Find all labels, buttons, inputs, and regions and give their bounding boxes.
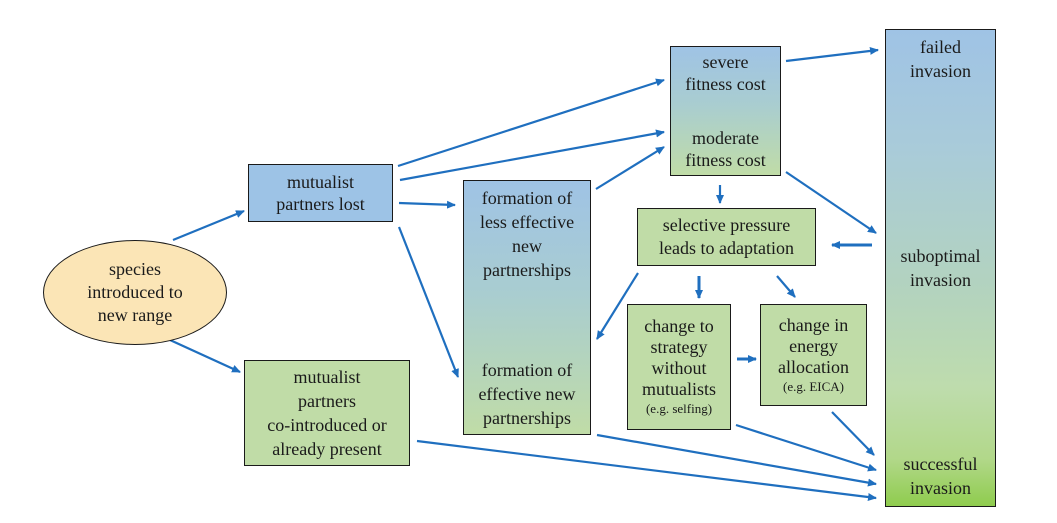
node-text-line: species [109,259,161,279]
node-text-line: allocation [778,356,849,377]
node-text-line: partners [298,391,356,411]
node-text-line: fitness cost [685,150,766,170]
node-text-line: new range [97,305,173,325]
node-co-introduced: mutualist partners co-introduced or alre… [244,360,410,466]
node-text-line: severe [702,52,749,72]
arrow-partners-lost-to-severe-cost [397,78,665,168]
arrow-partners-lost-to-effective [397,226,460,378]
arrow-selective-pressure-to-change-energy [776,275,796,298]
arrow-species-to-partners-lost [172,209,245,242]
node-text-line: energy [789,335,838,356]
node-text-line: new [512,236,542,256]
node-note: (e.g. selfing) [645,401,713,416]
node-text-line: already present [272,439,382,459]
arrow-co-introduced-to-successful [416,439,877,501]
node-partnerships-formation: formation of less effective new partners… [463,180,591,435]
node-invasion-outcomes: failed invasion suboptimal invasion succ… [885,29,996,507]
node-text-line: successful [903,454,978,474]
node-text-line: formation of [481,188,573,208]
node-severe-fitness-cost: severe fitness cost [685,51,766,95]
arrow-effective-to-successful [596,433,877,487]
node-text-line: failed [920,37,961,57]
arrow-change-energy-to-successful [831,411,875,456]
node-text-line: less effective [479,212,575,232]
node-text-line: leads to adaptation [659,238,794,258]
node-text-line: mutualist [293,367,361,387]
node-text-line: fitness cost [685,74,766,94]
node-text-line: formation of [481,360,573,380]
node-text-line: mutualists [641,379,716,399]
node-species-introduced: species introduced to new range [43,240,227,345]
node-suboptimal-invasion: suboptimal invasion [901,244,981,292]
node-text-line: partnerships [483,260,571,280]
node-note: (e.g. EICA) [782,378,844,394]
node-text-line: invasion [910,61,971,81]
node-text-line: change to [644,316,714,336]
node-less-effective-partnerships: formation of less effective new partners… [480,186,574,282]
node-successful-invasion: successful invasion [904,452,978,500]
arrow-less-effective-to-moderate-cost [595,146,665,190]
node-moderate-fitness-cost: moderate fitness cost [685,127,766,171]
arrow-severe-cost-to-failed [785,46,879,63]
node-partners-lost: mutualist partners lost [248,164,393,222]
node-selective-pressure: selective pressure leads to adaptation [637,208,816,266]
node-text-line: moderate [692,128,759,148]
node-text-line: introduced to [87,282,183,302]
node-change-strategy: change to strategy without mutualists (e… [627,304,731,430]
arrow-partners-lost-to-moderate-cost [399,129,665,182]
node-text-line: invasion [909,478,971,498]
node-failed-invasion: failed invasion [910,35,971,83]
node-text-line: mutualist [287,172,354,192]
node-text-line: suboptimal [900,245,981,266]
node-text-line: partners lost [276,194,365,214]
node-text-line: change in [778,314,849,335]
node-text-line: effective new [478,384,576,404]
arrow-change-strategy-to-successful [735,423,877,472]
node-fitness-cost: severe fitness cost moderate fitness cos… [670,46,781,176]
node-text-line: invasion [910,269,971,290]
node-text-line: co-introduced or [267,415,387,435]
arrow-species-to-co-introduced [169,338,241,374]
node-effective-partnerships: formation of effective new partnerships [478,358,575,430]
arrow-partners-lost-to-less-effective [398,200,456,209]
node-change-energy: change in energy allocation (e.g. EICA) [760,304,867,406]
node-text-line: selective pressure [662,215,791,235]
node-text-line: without [651,358,707,378]
node-text-line: partnerships [483,408,571,428]
node-text-line: strategy [650,337,708,357]
